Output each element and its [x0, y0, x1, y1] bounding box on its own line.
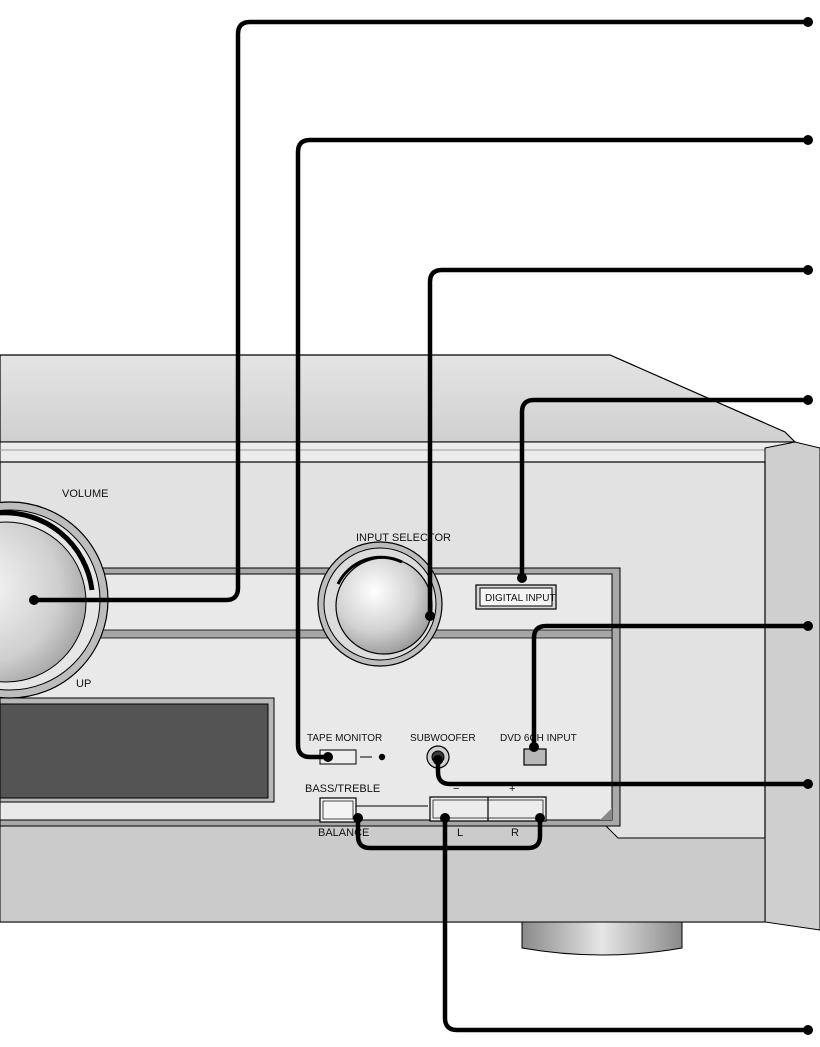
input-selector-label: INPUT SELECTOR — [356, 532, 451, 544]
bass-treble-button[interactable] — [319, 797, 357, 823]
plus-label: + — [509, 783, 515, 795]
display-window — [0, 697, 275, 803]
right-label: R — [511, 827, 519, 839]
balance-label: BALANCE — [318, 827, 369, 839]
tape-monitor-indicator — [378, 753, 386, 761]
subwoofer-label: SUBWOOFER — [410, 733, 476, 744]
leader-lines — [29, 17, 813, 1035]
volume-up-label: UP — [76, 678, 91, 690]
bass-treble-label: BASS/TREBLE — [305, 783, 380, 795]
tape-monitor-label: TAPE MONITOR — [307, 733, 382, 744]
volume-label: VOLUME — [62, 488, 108, 500]
dvd-6ch-input-label: DVD 6CH INPUT — [500, 733, 577, 744]
digital-input-label: DIGITAL INPUT — [485, 593, 556, 604]
input-selector-knob[interactable] — [317, 541, 443, 667]
foot — [521, 921, 683, 956]
digital-input-button[interactable] — [475, 584, 557, 610]
minus-label: − — [453, 783, 459, 795]
left-label: L — [457, 827, 463, 839]
top-surface — [0, 354, 797, 443]
receiver-body — [0, 354, 820, 956]
right-side-face — [764, 441, 820, 931]
